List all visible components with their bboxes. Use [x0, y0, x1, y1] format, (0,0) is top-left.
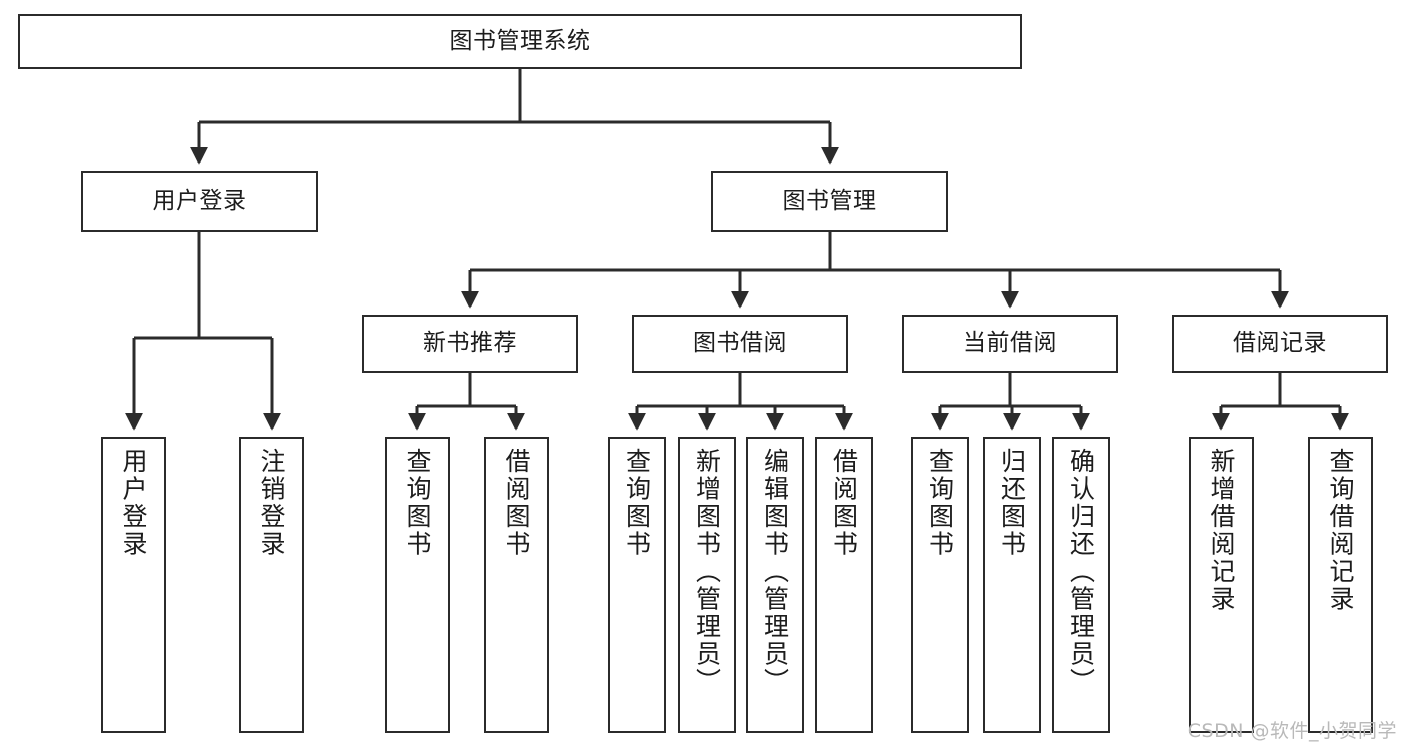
node-leaf-return-book-label: 归还图书 [997, 448, 1027, 558]
node-leaf-query-book-borrow-label: 查询图书 [622, 448, 652, 558]
node-leaf-add-book-label: 新增图书（管理员） [692, 448, 722, 696]
node-leaf-user-logout-label: 注销登录 [257, 448, 286, 558]
node-leaf-borrow-book-recommend-label: 借阅图书 [502, 448, 531, 558]
node-leaf-user-logout[interactable]: 注销登录 [239, 437, 304, 733]
node-leaf-query-book-borrow[interactable]: 查询图书 [608, 437, 666, 733]
node-leaf-edit-book-label: 编辑图书（管理员） [760, 448, 790, 696]
node-leaf-user-login-label: 用户登录 [119, 448, 148, 558]
node-leaf-query-borrow-record-label: 查询借阅记录 [1326, 448, 1355, 613]
node-leaf-borrow-book-label: 借阅图书 [829, 448, 859, 558]
node-current-borrow[interactable]: 当前借阅 [902, 315, 1118, 373]
node-book-management-label: 图书管理 [782, 187, 877, 214]
node-leaf-confirm-return[interactable]: 确认归还（管理员） [1052, 437, 1110, 733]
node-leaf-add-book[interactable]: 新增图书（管理员） [678, 437, 736, 733]
node-root-label: 图书管理系统 [449, 27, 591, 54]
node-book-management[interactable]: 图书管理 [711, 171, 948, 232]
node-user-login-label: 用户登录 [152, 187, 247, 214]
node-leaf-borrow-book-recommend[interactable]: 借阅图书 [484, 437, 549, 733]
node-root[interactable]: 图书管理系统 [18, 14, 1022, 69]
node-leaf-query-book-recommend-label: 查询图书 [403, 448, 432, 558]
node-leaf-return-book[interactable]: 归还图书 [983, 437, 1041, 733]
node-leaf-query-book-recommend[interactable]: 查询图书 [385, 437, 450, 733]
node-borrow-record[interactable]: 借阅记录 [1172, 315, 1388, 373]
node-leaf-user-login[interactable]: 用户登录 [101, 437, 166, 733]
node-new-book-recommend[interactable]: 新书推荐 [362, 315, 578, 373]
node-borrow-record-label: 借阅记录 [1233, 330, 1327, 357]
node-leaf-confirm-return-label: 确认归还（管理员） [1066, 448, 1096, 696]
node-current-borrow-label: 当前借阅 [963, 330, 1057, 357]
node-leaf-borrow-book[interactable]: 借阅图书 [815, 437, 873, 733]
node-book-borrow-label: 图书借阅 [693, 330, 787, 357]
node-new-book-recommend-label: 新书推荐 [423, 330, 517, 357]
node-leaf-add-borrow-record-label: 新增借阅记录 [1207, 448, 1236, 613]
node-book-borrow[interactable]: 图书借阅 [632, 315, 848, 373]
node-leaf-query-book-current-label: 查询图书 [925, 448, 955, 558]
node-leaf-query-borrow-record[interactable]: 查询借阅记录 [1308, 437, 1373, 733]
node-leaf-edit-book[interactable]: 编辑图书（管理员） [746, 437, 804, 733]
node-leaf-add-borrow-record[interactable]: 新增借阅记录 [1189, 437, 1254, 733]
node-leaf-query-book-current[interactable]: 查询图书 [911, 437, 969, 733]
node-user-login[interactable]: 用户登录 [81, 171, 318, 232]
